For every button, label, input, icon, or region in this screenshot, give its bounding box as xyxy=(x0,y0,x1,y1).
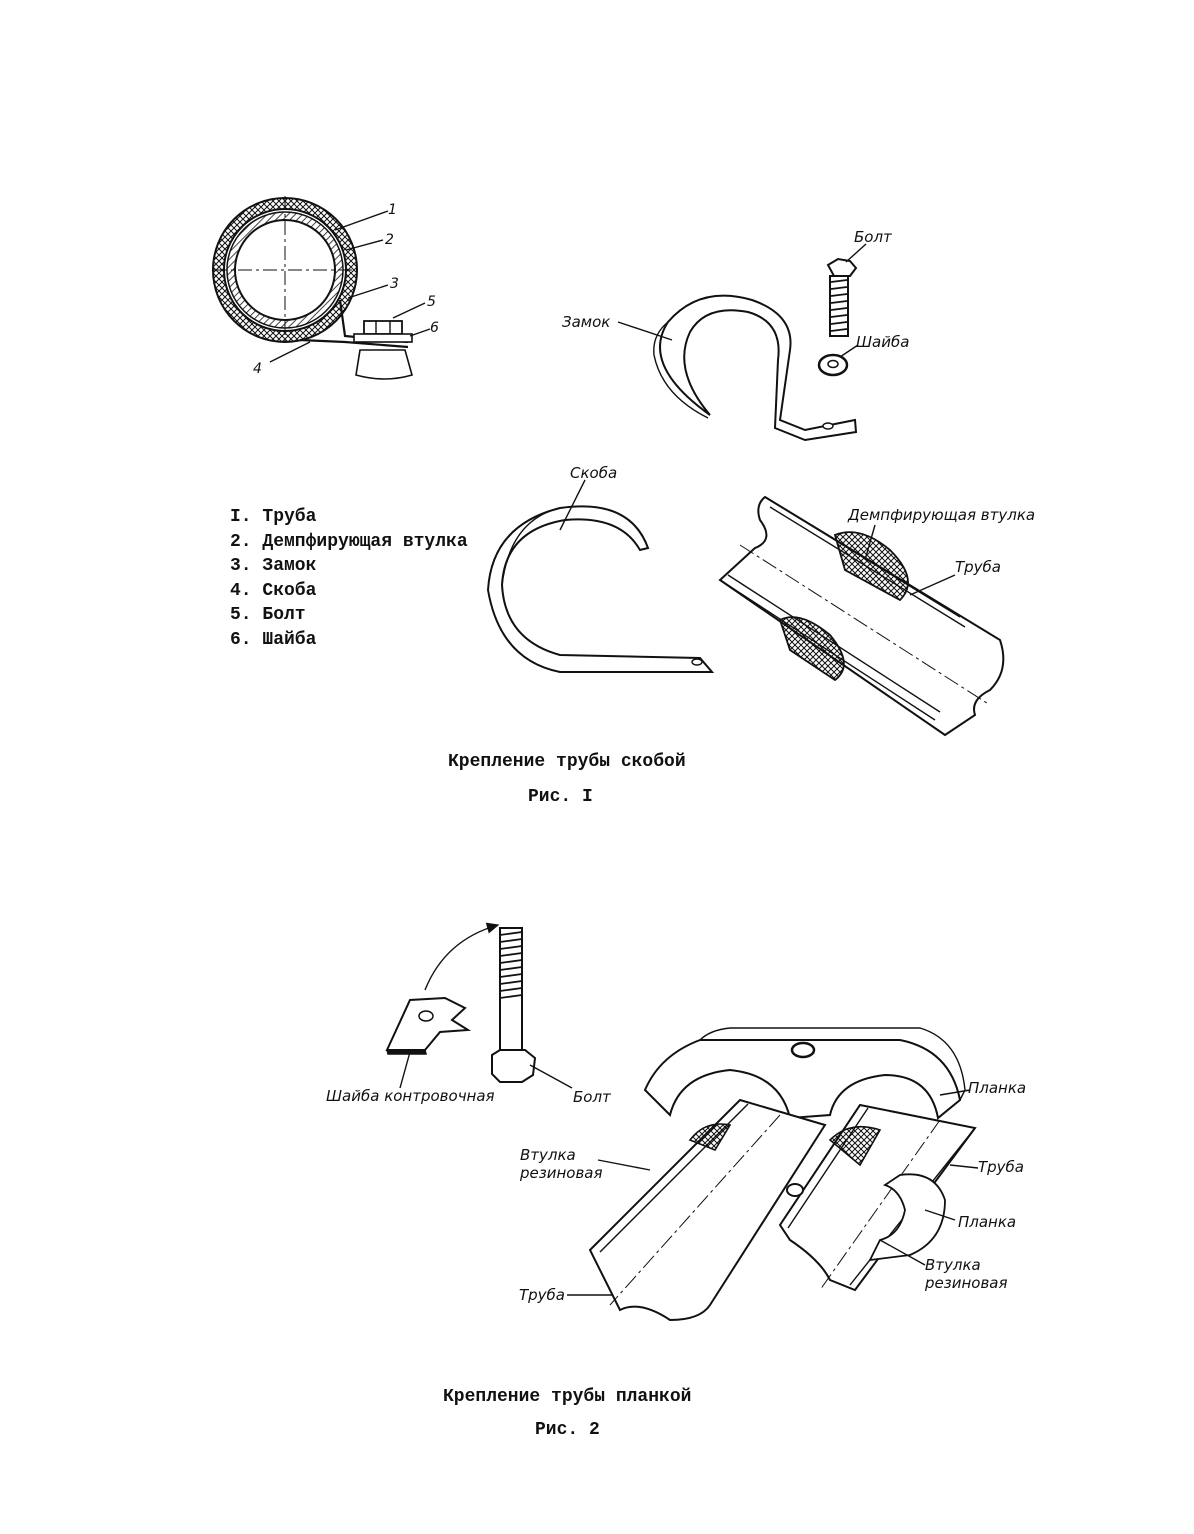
fig1-legend: I. Труба 2. Демпфирующая втулка 3. Замок… xyxy=(230,505,468,653)
lock-washer-drawing xyxy=(385,922,500,1089)
label-lock-washer: Шайба контровочная xyxy=(326,1087,495,1105)
legend-item: 2. Демпфирующая втулка xyxy=(230,531,468,552)
legend-item: 4. Скоба xyxy=(230,580,317,601)
pipe-with-sleeve-fig1 xyxy=(718,495,1005,737)
label-lock: Замок xyxy=(562,313,610,331)
label-pipe-right: Труба xyxy=(978,1158,1024,1176)
fig1-caption: Крепление трубы скобой xyxy=(448,752,686,772)
callout-5: 5 xyxy=(427,294,436,310)
washer-fig1-drawing xyxy=(817,344,859,377)
label-pipe-left: Труба xyxy=(519,1286,565,1304)
label-sleeve-right-line1: Втулка xyxy=(925,1256,981,1274)
callout-1: 1 xyxy=(388,202,397,218)
clamp-cross-section xyxy=(212,196,431,380)
bolt-fig2-drawing xyxy=(491,927,573,1089)
label-washer-fig1: Шайба xyxy=(856,333,909,351)
legend-item: 5. Болт xyxy=(230,605,306,626)
legend-item: 3. Замок xyxy=(230,556,317,577)
label-bracket: Скоба xyxy=(570,464,617,482)
double-pipe-assembly xyxy=(567,1098,979,1322)
label-sleeve-left-line2: резиновая xyxy=(519,1164,603,1182)
legend-item: I. Труба xyxy=(230,507,317,527)
label-bolt-fig2: Болт xyxy=(573,1088,612,1106)
bolt-fig1-drawing xyxy=(826,243,867,337)
label-sleeve-left-line1: Втулка xyxy=(520,1146,576,1164)
label-plate-bottom: Планка xyxy=(958,1213,1016,1231)
top-plate-drawing xyxy=(643,1027,971,1120)
callout-2: 2 xyxy=(385,232,394,248)
label-pipe-fig1: Труба xyxy=(955,558,1001,576)
bracket-part-drawing xyxy=(486,479,715,673)
lock-part-drawing xyxy=(617,294,858,442)
label-sleeve-right-line2: резиновая xyxy=(924,1274,1008,1292)
fig2-number: Рис. 2 xyxy=(535,1420,600,1440)
fig1-number: Рис. I xyxy=(528,787,593,807)
label-plate-top: Планка xyxy=(968,1079,1026,1097)
callout-3: 3 xyxy=(390,276,399,292)
label-bolt-fig1: Болт xyxy=(854,228,893,246)
callout-4: 4 xyxy=(253,361,262,377)
label-damping-sleeve: Демпфирующая втулка xyxy=(847,506,1035,524)
fig2-caption: Крепление трубы планкой xyxy=(443,1387,692,1407)
callout-6: 6 xyxy=(430,320,439,336)
legend-item: 6. Шайба xyxy=(230,629,317,650)
